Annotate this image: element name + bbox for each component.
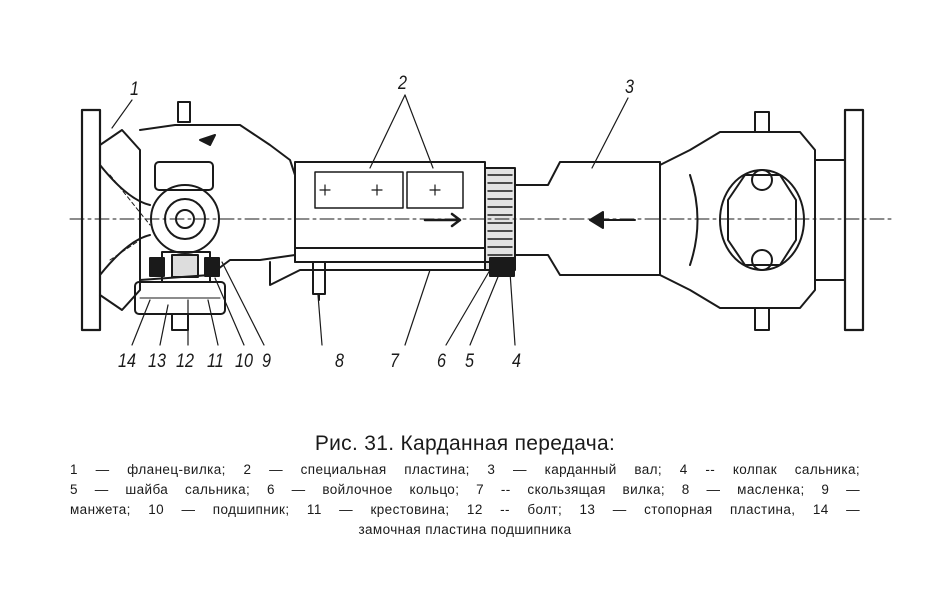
- left-universal-joint: [134, 101, 296, 331]
- left-flange-yoke: [80, 108, 151, 332]
- sliding-yoke: [269, 161, 501, 301]
- legend-line-4: замочная пластина подшипника: [358, 522, 572, 537]
- part-label-9: 9: [262, 351, 271, 372]
- legend-line-2: 5 — шайба сальника; 6 — войлочное кольцо…: [70, 482, 860, 497]
- part-label-4: 4: [512, 351, 521, 372]
- right-universal-joint: [659, 111, 846, 331]
- part-label-11: 11: [207, 351, 224, 372]
- part-label-3: 3: [625, 77, 634, 98]
- part-label-12: 12: [176, 351, 194, 372]
- figure-caption-title: Рис. 31. Карданная передача:: [314, 432, 616, 455]
- part-label-10: 10: [235, 351, 253, 372]
- leader-lines: [111, 94, 629, 346]
- part-label-5: 5: [465, 351, 474, 372]
- part-label-13: 13: [148, 351, 166, 372]
- part-label-7: 7: [390, 351, 399, 372]
- legend-line-1: 1 — фланец-вилка; 2 — специальная пласти…: [70, 462, 860, 477]
- part-label-6: 6: [437, 351, 446, 372]
- part-label-2: 2: [398, 73, 407, 94]
- part-label-14: 14: [118, 351, 136, 372]
- right-flange: [843, 108, 865, 332]
- legend-line-3: манжета; 10 — подшипник; 11 — крестовина…: [70, 502, 860, 517]
- cardan-shaft-tube: [514, 161, 661, 276]
- part-label-1: 1: [130, 79, 139, 100]
- splined-hub: [484, 167, 516, 277]
- cardan-shaft-drawing: [69, 94, 896, 346]
- part-label-8: 8: [335, 351, 344, 372]
